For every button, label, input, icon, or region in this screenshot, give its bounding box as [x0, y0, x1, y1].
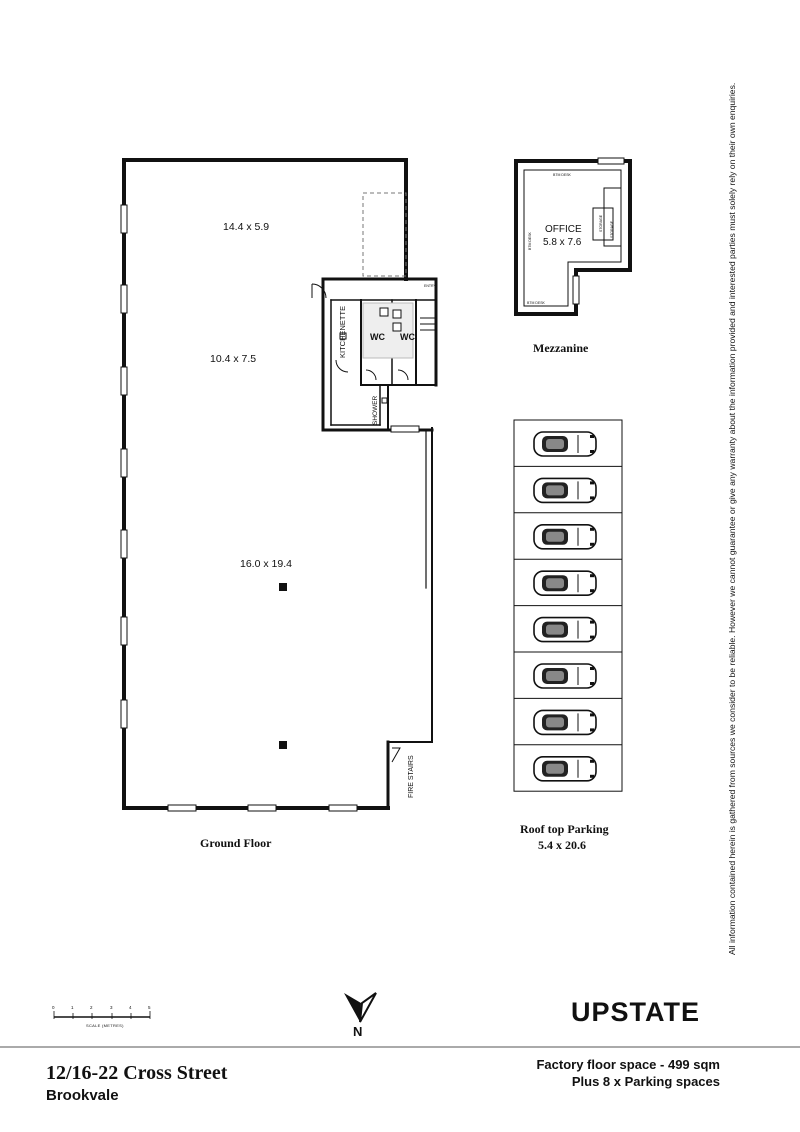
fire-stairs-label: FIRE STAIRS — [408, 755, 415, 798]
scale-tick-0: 0 — [52, 1005, 55, 1010]
ground-floor-title: Ground Floor — [200, 836, 272, 850]
car-icon — [533, 663, 597, 689]
desk-label-2: BTM DESK — [528, 231, 532, 250]
scale-tick-4: 4 — [129, 1005, 132, 1010]
desk-label-1: BTM DESK — [553, 173, 572, 177]
parking-title: Roof top Parking — [520, 822, 609, 836]
scale-label: SCALE (METRES) — [86, 1023, 124, 1028]
ground-floor-walls — [122, 158, 438, 810]
property-address: 12/16-22 Cross Street — [46, 1062, 228, 1084]
storage-label-2: STORAGE — [610, 220, 614, 238]
wc-label-1: WC — [370, 332, 385, 342]
desk-label-3: BTM DESK — [527, 301, 546, 305]
room-dims-front: 14.4 x 5.9 — [223, 221, 269, 233]
north-arrow-icon — [344, 992, 377, 1023]
mezzanine-windows — [572, 157, 625, 305]
car-icon — [533, 755, 597, 782]
car-icon — [533, 431, 597, 457]
kitchenette-label: KITCHENETTE — [338, 306, 347, 358]
car-icon — [533, 616, 597, 643]
parking-spaces-line: Plus 8 x Parking spaces — [571, 1074, 720, 1089]
column-2 — [279, 741, 287, 749]
room-dims-main: 16.0 x 19.4 — [240, 558, 292, 570]
scale-tick-5: 5 — [148, 1005, 151, 1010]
entry-label: ENTRY — [424, 284, 436, 288]
car-icon — [533, 709, 597, 736]
scale-bar — [53, 1011, 151, 1019]
rooftop-parking — [513, 419, 623, 792]
roller-door-outline — [362, 192, 407, 277]
office-dims: 5.8 x 7.6 — [543, 237, 582, 248]
wc-label-2: WC — [400, 332, 415, 342]
north-letter: N — [353, 1024, 363, 1039]
car-icon — [533, 477, 597, 504]
mezzanine-title: Mezzanine — [533, 341, 589, 355]
scale-tick-2: 2 — [90, 1005, 93, 1010]
upstate-logo: UPSTATE — [571, 997, 701, 1027]
office-label: OFFICE — [545, 224, 582, 235]
shower-label: SHOWER — [372, 395, 379, 425]
room-dims-middle: 10.4 x 7.5 — [210, 353, 256, 365]
doors — [311, 283, 436, 763]
disclaimer-text: All information contained herein is gath… — [727, 82, 737, 955]
left-windows — [120, 204, 420, 812]
car-icon — [533, 523, 597, 550]
parking-dims: 5.4 x 20.6 — [538, 838, 586, 852]
property-suburb: Brookvale — [46, 1087, 119, 1104]
storage-label-1: STORAGE — [599, 214, 603, 232]
car-icon — [533, 570, 597, 597]
scale-tick-1: 1 — [71, 1005, 74, 1010]
wc-fixtures — [339, 302, 414, 404]
column-1 — [279, 583, 287, 591]
scale-tick-3: 3 — [110, 1005, 113, 1010]
floor-space-line: Factory floor space - 499 sqm — [536, 1057, 720, 1072]
